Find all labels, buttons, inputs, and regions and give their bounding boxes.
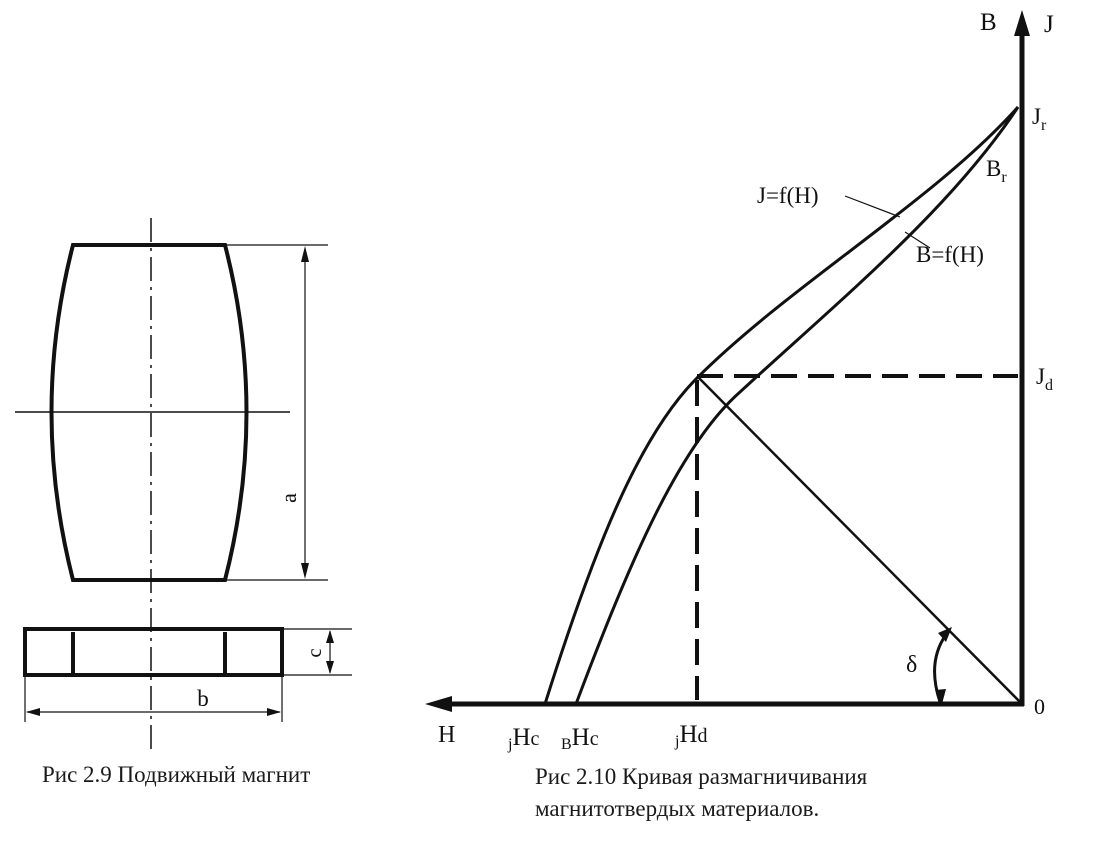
- angle-arrow-top: [938, 627, 952, 642]
- dim-b-arrow-right: [267, 708, 281, 716]
- dim-c-arrow-bottom: [326, 661, 334, 674]
- axis-b-label: B: [980, 9, 997, 36]
- jhd-label: jHd: [674, 721, 708, 750]
- dim-b-label: b: [197, 686, 209, 711]
- dim-c-label: c: [302, 648, 326, 657]
- vertical-axis-arrow: [1014, 10, 1030, 36]
- caption-figure-2-9: Рис 2.9 Подвижный магнит: [42, 762, 311, 787]
- dim-b-arrow-left: [26, 708, 40, 716]
- jhc-label: jHc: [507, 724, 540, 753]
- bhc-label: BHc: [561, 724, 599, 753]
- curve-j-label: J=f(H): [757, 183, 819, 208]
- magnet-drawing: a c b: [15, 218, 352, 755]
- caption-figure-2-10-line1: Рис 2.10 Кривая размагничивания: [535, 764, 868, 789]
- caption-figure-2-10-line2: магнитотвердых материалов.: [535, 796, 820, 821]
- jr-label: Jr: [1032, 104, 1047, 134]
- curve-b-of-h: [574, 106, 1020, 705]
- leader-j-curve: [844, 195, 901, 218]
- leader-b-curve: [904, 231, 931, 249]
- origin-label: 0: [1034, 694, 1045, 719]
- axis-j-label: J: [1044, 11, 1054, 38]
- axis-h-label: H: [438, 722, 455, 748]
- load-line: [696, 375, 1023, 705]
- jd-label: Jd: [1036, 364, 1053, 394]
- curve-b-label: B=f(H): [916, 242, 984, 267]
- dim-c-arrow-top: [326, 630, 334, 643]
- horizontal-axis-arrow: [425, 696, 452, 712]
- br-label: Br: [986, 156, 1007, 186]
- dim-a-arrow-bottom: [301, 563, 309, 579]
- dim-a-label: a: [276, 493, 301, 503]
- angle-arrow-bottom: [935, 689, 946, 704]
- magnet-side-view: [23, 627, 284, 677]
- angle-label: δ: [906, 652, 917, 678]
- dim-a-arrow-top: [301, 246, 309, 262]
- demagnetization-diagram: B J Jr Br J=f(H) B=f(H) Jd δ 0 H jHc BHc…: [425, 9, 1054, 753]
